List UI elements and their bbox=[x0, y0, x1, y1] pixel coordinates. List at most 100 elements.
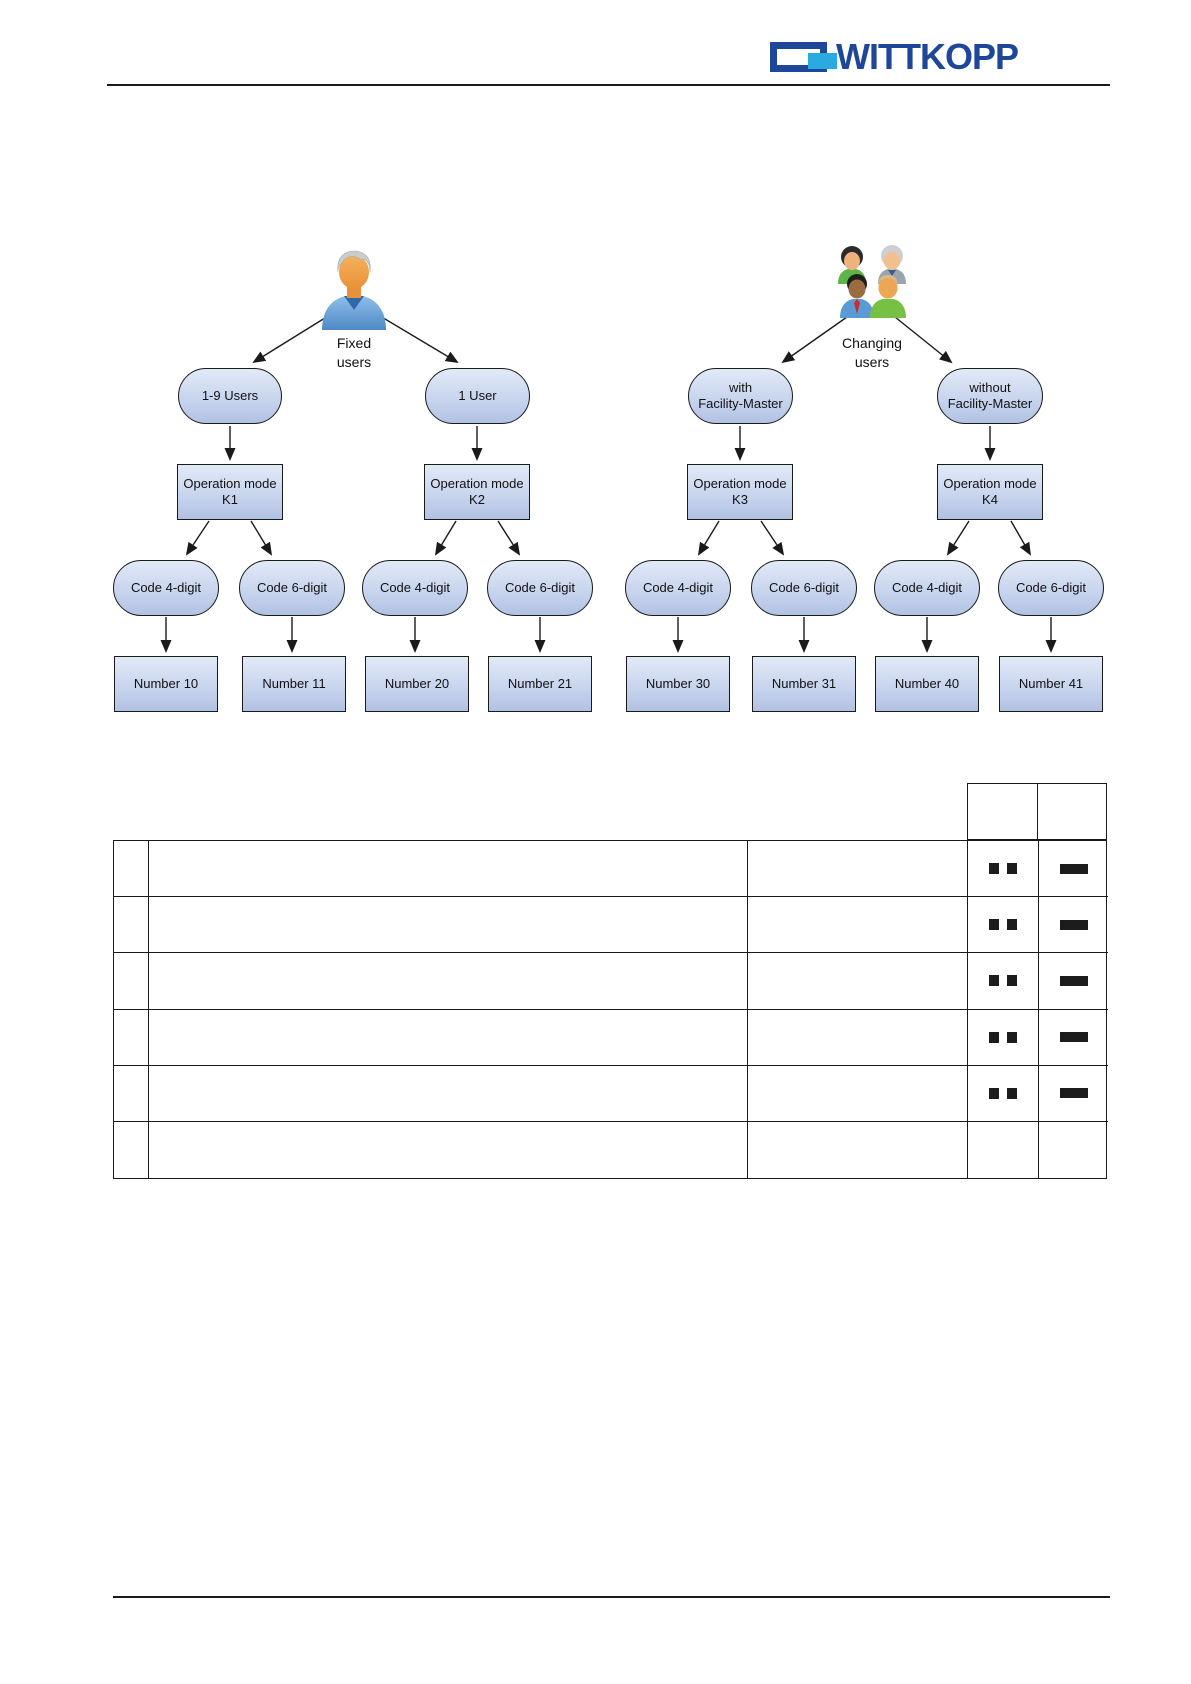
black-bar-icon bbox=[1059, 863, 1088, 874]
row2-value-cell bbox=[748, 897, 968, 954]
row2-squares-cell bbox=[968, 897, 1039, 954]
row4-index-cell bbox=[114, 1009, 149, 1066]
node-code-6-digit-k1: Code 6-digit bbox=[239, 560, 345, 616]
row3-description-cell bbox=[149, 953, 748, 1010]
fixed-users-label: Fixed users bbox=[294, 334, 414, 372]
mode-k3-line1: Operation mode bbox=[693, 475, 787, 491]
wittkopp-logo: WITTKOPP bbox=[770, 36, 1110, 78]
row6-value-cell bbox=[748, 1121, 968, 1179]
black-bar-icon bbox=[1059, 1088, 1088, 1099]
node-operation-mode-k1: Operation mode K1 bbox=[177, 464, 283, 520]
node-without-facility-master: without Facility-Master bbox=[937, 368, 1043, 424]
node-users-1-9-label: 1-9 Users bbox=[201, 387, 259, 403]
two-black-squares-icon bbox=[1007, 919, 1017, 931]
node-number-30: Number 30 bbox=[626, 656, 730, 712]
node-code-6-digit-k2: Code 6-digit bbox=[487, 560, 593, 616]
table-header-cell-1 bbox=[967, 783, 1039, 840]
row3-index-cell bbox=[114, 953, 149, 1010]
row4-value-cell bbox=[748, 1009, 968, 1066]
node-user-1: 1 User bbox=[425, 368, 530, 424]
code-label: Code 4-digit bbox=[891, 579, 963, 595]
row6-index-cell bbox=[114, 1121, 149, 1179]
two-black-squares-icon bbox=[989, 1087, 999, 1099]
code-label: Code 6-digit bbox=[504, 579, 576, 595]
row4-description-cell bbox=[149, 1009, 748, 1066]
row6-bar-cell bbox=[1039, 1122, 1108, 1178]
mode-k4-line2: K4 bbox=[982, 492, 998, 507]
settings-table bbox=[113, 783, 1108, 1179]
black-bar-icon bbox=[1059, 1032, 1088, 1043]
node-with-facility-master: with Facility-Master bbox=[688, 368, 793, 424]
mode-k2-line2: K2 bbox=[469, 492, 485, 507]
changing-users-label-line1: Changing bbox=[842, 335, 902, 351]
fixed-users-label-line2: users bbox=[336, 353, 372, 370]
node-operation-mode-k2: Operation mode K2 bbox=[424, 464, 530, 520]
user-group-icon bbox=[838, 245, 906, 318]
number-label: Number 20 bbox=[384, 675, 450, 691]
mode-k2-line1: Operation mode bbox=[430, 475, 524, 491]
number-label: Number 40 bbox=[894, 675, 960, 691]
mode-k1-line2: K1 bbox=[222, 492, 238, 507]
node-without-fm-line1: without bbox=[969, 379, 1011, 395]
two-black-squares-icon bbox=[1007, 1031, 1017, 1043]
code-label: Code 4-digit bbox=[379, 579, 451, 595]
code-label: Code 6-digit bbox=[768, 579, 840, 595]
fixed-users-label-line1: Fixed bbox=[336, 335, 372, 351]
node-code-4-digit-k2: Code 4-digit bbox=[362, 560, 468, 616]
code-label: Code 6-digit bbox=[256, 579, 328, 595]
node-user-1-label: 1 User bbox=[458, 387, 497, 403]
node-number-21: Number 21 bbox=[488, 656, 592, 712]
node-number-41: Number 41 bbox=[999, 656, 1103, 712]
node-code-6-digit-k4: Code 6-digit bbox=[998, 560, 1104, 616]
row5-squares-cell bbox=[968, 1065, 1039, 1122]
node-number-10: Number 10 bbox=[114, 656, 218, 712]
table-body bbox=[113, 840, 1108, 1179]
two-black-squares-icon bbox=[989, 863, 999, 875]
row4-bar-cell bbox=[1039, 1010, 1108, 1066]
row2-index-cell bbox=[114, 897, 149, 954]
row6-description-cell bbox=[149, 1121, 748, 1179]
row6-squares-cell bbox=[968, 1121, 1039, 1179]
header-divider bbox=[107, 84, 1110, 86]
node-with-fm-line1: with bbox=[728, 379, 753, 395]
row5-bar-cell bbox=[1039, 1066, 1108, 1122]
row5-description-cell bbox=[149, 1065, 748, 1122]
number-label: Number 10 bbox=[133, 675, 199, 691]
row3-value-cell bbox=[748, 953, 968, 1010]
row5-index-cell bbox=[114, 1065, 149, 1122]
node-code-4-digit-k4: Code 4-digit bbox=[874, 560, 980, 616]
node-operation-mode-k4: Operation mode K4 bbox=[937, 464, 1043, 520]
number-label: Number 21 bbox=[507, 675, 573, 691]
node-code-6-digit-k3: Code 6-digit bbox=[751, 560, 857, 616]
code-label: Code 4-digit bbox=[642, 579, 714, 595]
row3-squares-cell bbox=[968, 953, 1039, 1010]
row1-squares-cell bbox=[968, 841, 1039, 898]
brand-name: WITTKOPP bbox=[836, 36, 1019, 77]
two-black-squares-icon bbox=[1007, 1087, 1017, 1099]
node-operation-mode-k3: Operation mode K3 bbox=[687, 464, 793, 520]
node-number-11: Number 11 bbox=[242, 656, 346, 712]
code-label: Code 6-digit bbox=[1015, 579, 1087, 595]
node-number-20: Number 20 bbox=[365, 656, 469, 712]
mode-k3-line2: K3 bbox=[732, 492, 748, 507]
logo-cyan-block bbox=[808, 53, 837, 69]
changing-users-label: Changing users bbox=[812, 334, 932, 372]
node-number-40: Number 40 bbox=[875, 656, 979, 712]
number-label: Number 30 bbox=[645, 675, 711, 691]
fixed-users-root bbox=[318, 250, 390, 330]
two-black-squares-icon bbox=[989, 1031, 999, 1043]
node-code-4-digit-k1: Code 4-digit bbox=[113, 560, 219, 616]
node-users-1-9: 1-9 Users bbox=[178, 368, 282, 424]
single-user-icon bbox=[322, 250, 386, 330]
two-black-squares-icon bbox=[1007, 863, 1017, 875]
black-bar-icon bbox=[1059, 975, 1088, 986]
footer-divider bbox=[113, 1596, 1110, 1598]
row1-bar-cell bbox=[1039, 841, 1108, 898]
row1-description-cell bbox=[149, 841, 748, 898]
row2-bar-cell bbox=[1039, 897, 1108, 954]
row4-squares-cell bbox=[968, 1009, 1039, 1066]
row3-bar-cell bbox=[1039, 953, 1108, 1010]
row2-description-cell bbox=[149, 897, 748, 954]
changing-users-root bbox=[830, 244, 914, 332]
